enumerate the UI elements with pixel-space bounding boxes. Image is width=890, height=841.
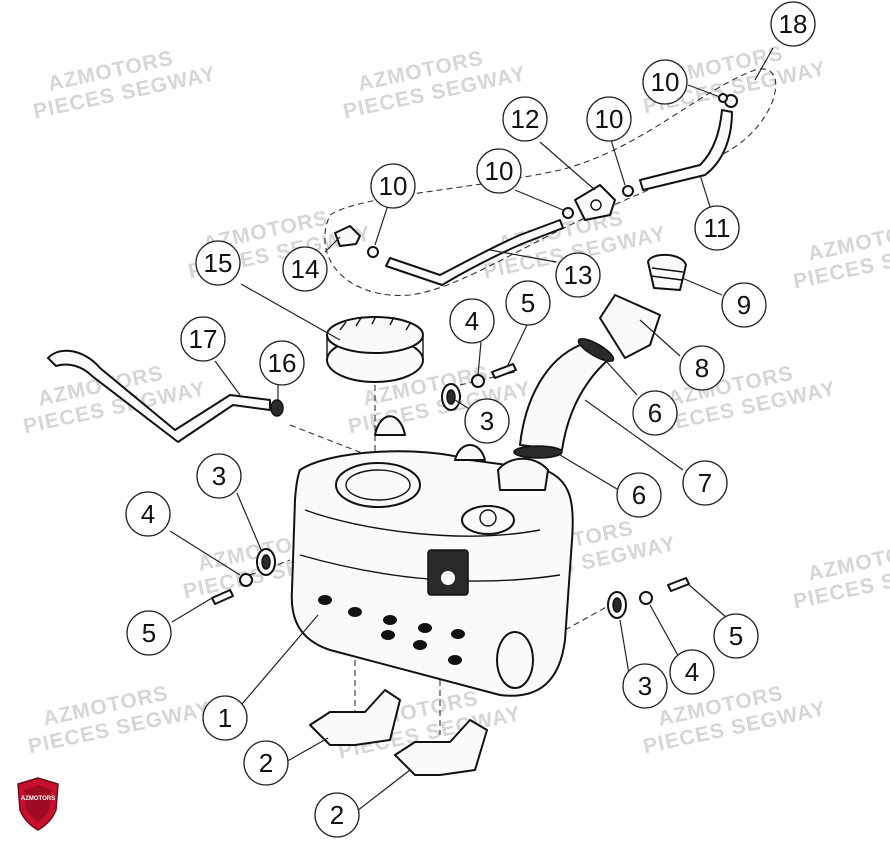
- callout-number: 5: [521, 288, 535, 318]
- callout-number: 10: [485, 156, 514, 186]
- washer: [471, 374, 485, 388]
- callout-17: 17: [180, 316, 226, 362]
- callout-number: 4: [141, 499, 155, 529]
- breather-hose: [47, 349, 271, 443]
- callout-3: 3: [196, 453, 242, 499]
- callout-14: 14: [282, 246, 328, 292]
- callout-number: 2: [259, 748, 273, 778]
- callout-number: 3: [480, 406, 494, 436]
- callout-number: 17: [189, 324, 218, 354]
- callout-10: 10: [586, 96, 632, 142]
- logo-text: AZMOTORS: [21, 796, 55, 802]
- callout-5: 5: [713, 613, 759, 659]
- callout-number: 10: [651, 67, 680, 97]
- vent-hose-middle: [385, 219, 564, 286]
- callout-number: 6: [648, 398, 662, 428]
- pump-lock-ring: [326, 315, 424, 383]
- callout-1: 1: [202, 695, 248, 741]
- bolt: [491, 363, 517, 379]
- callout-number: 1: [218, 703, 232, 733]
- bracket-lower: [394, 719, 488, 776]
- breather-clamp: [270, 399, 284, 417]
- callout-16: 16: [259, 340, 305, 386]
- callout-number: 3: [212, 461, 226, 491]
- callout-number: 16: [268, 348, 297, 378]
- washer: [239, 573, 253, 587]
- callout-5: 5: [505, 280, 551, 326]
- callout-number: 10: [379, 171, 408, 201]
- callout-6: 6: [632, 390, 678, 436]
- callout-number: 10: [595, 104, 624, 134]
- callout-2: 2: [314, 792, 360, 838]
- callout-4: 4: [449, 298, 495, 344]
- callout-number: 9: [737, 290, 751, 320]
- callout-number: 12: [511, 104, 540, 134]
- small-clamp: [718, 93, 728, 103]
- callout-13: 13: [555, 252, 601, 298]
- callout-number: 5: [729, 621, 743, 651]
- callout-number: 2: [330, 800, 344, 830]
- callout-number: 18: [779, 9, 808, 39]
- bolt: [211, 589, 234, 605]
- grommet: [441, 383, 461, 411]
- callout-9: 9: [721, 282, 767, 328]
- filler-hose: [519, 344, 611, 451]
- callout-15: 15: [195, 240, 241, 286]
- callout-number: 14: [291, 254, 320, 284]
- small-clamp: [562, 207, 574, 219]
- filler-cap: [647, 253, 687, 291]
- callout-8: 8: [679, 345, 725, 391]
- callout-number: 5: [142, 618, 156, 648]
- callout-5: 5: [126, 610, 172, 656]
- callout-12: 12: [502, 96, 548, 142]
- callout-number: 3: [638, 671, 652, 701]
- callout-11: 11: [694, 205, 740, 251]
- callout-18: 18: [770, 1, 816, 47]
- filler-neck: [599, 294, 661, 359]
- washer: [639, 591, 653, 605]
- hose-clamp: [513, 445, 563, 459]
- bracket-upper: [309, 689, 401, 746]
- callout-2: 2: [243, 740, 289, 786]
- leader-lines: [169, 47, 774, 812]
- callout-3: 3: [622, 663, 668, 709]
- hose-clamp: [577, 337, 615, 363]
- callout-4: 4: [669, 649, 715, 695]
- callout-number: 7: [698, 468, 712, 498]
- callout-number: 4: [685, 657, 699, 687]
- callout-7: 7: [682, 460, 728, 506]
- hose-fitting: [334, 225, 361, 247]
- fuel-tank: [290, 415, 574, 697]
- callout-10: 10: [476, 148, 522, 194]
- callout-number: 11: [704, 213, 731, 243]
- callout-number: 15: [204, 248, 233, 278]
- small-clamp: [622, 185, 634, 197]
- callout-number: 13: [564, 260, 593, 290]
- vent-hose-upper: [639, 109, 733, 191]
- callout-10: 10: [370, 163, 416, 209]
- grommet: [256, 548, 276, 576]
- callout-4: 4: [125, 491, 171, 537]
- callout-number: 6: [632, 480, 646, 510]
- bolt: [667, 577, 690, 592]
- check-valve: [574, 184, 616, 221]
- hose-group-outline: [324, 68, 777, 296]
- assembly-line: [564, 604, 611, 631]
- callout-10: 10: [642, 59, 688, 105]
- grommet: [607, 591, 627, 619]
- callout-number: 8: [695, 353, 709, 383]
- callout-number: 4: [465, 306, 479, 336]
- small-clamp: [367, 246, 379, 258]
- callout-3: 3: [464, 398, 510, 444]
- azmotors-logo: AZMOTORS: [17, 777, 59, 831]
- callout-6: 6: [616, 472, 662, 518]
